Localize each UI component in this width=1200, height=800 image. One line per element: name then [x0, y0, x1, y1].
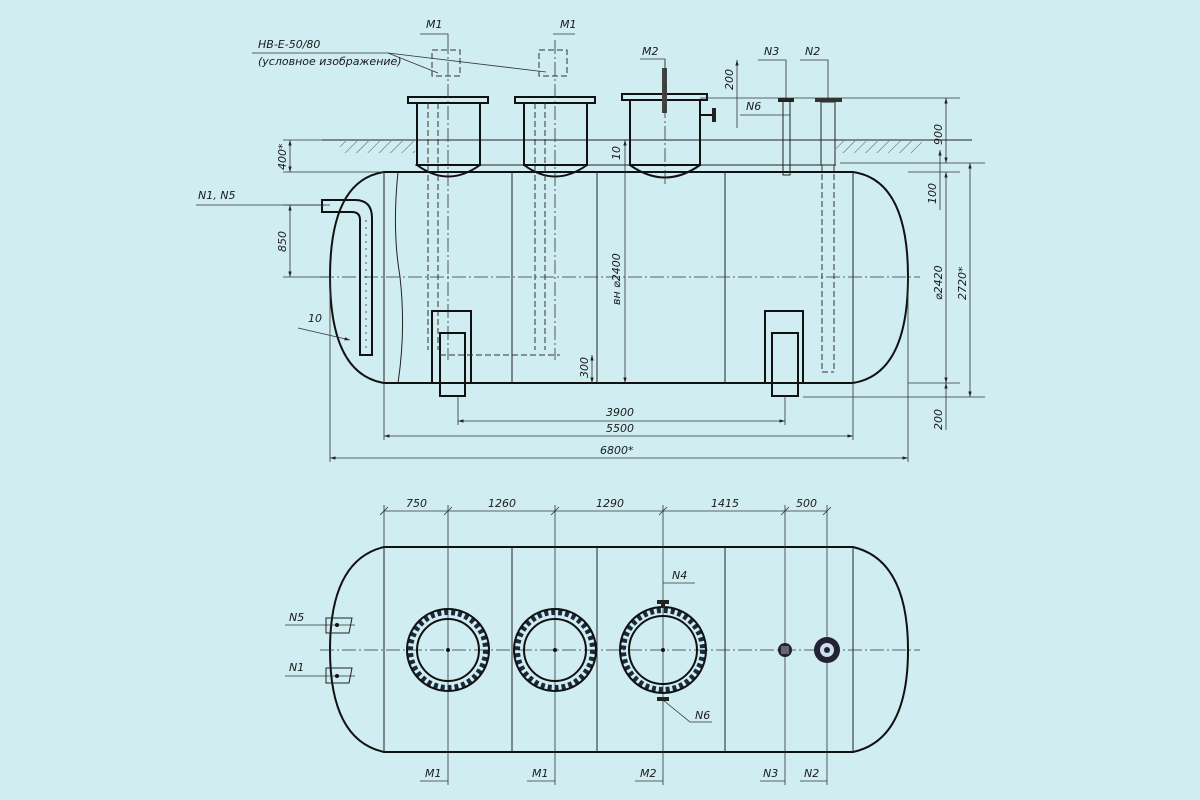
- dim-750: 750: [406, 497, 427, 510]
- note-label: (условное изображение): [258, 55, 402, 68]
- label-m1: M1: [560, 18, 577, 31]
- dim-1290: 1290: [596, 497, 624, 510]
- nozzle-plan-n3: [778, 643, 792, 657]
- manhole-plan-m1a: [406, 608, 490, 692]
- dim-3900: 3900: [606, 406, 634, 419]
- manhole-plan-m1b: [513, 608, 597, 692]
- ground-hatch-right: [836, 141, 922, 153]
- label-n6: N6: [746, 100, 761, 113]
- nozzle-plan-n5: [325, 617, 353, 634]
- manhole-m1a: [407, 40, 489, 360]
- dim-5500: 5500: [606, 422, 634, 435]
- nozzle-n1-n5: [321, 199, 373, 356]
- dim-100: 100: [926, 183, 939, 204]
- nozzle-n3: [778, 98, 794, 176]
- dim-10: 10: [610, 146, 623, 160]
- dim-900: 900: [932, 124, 945, 145]
- dimension-tick: [780, 506, 790, 516]
- label-n4: N4: [672, 569, 687, 582]
- label-n3: N3: [764, 45, 779, 58]
- label-n5: N5: [289, 611, 304, 624]
- elevation-view: НВ-Е-50/80 (условное изображение) M1 M1 …: [196, 18, 985, 462]
- dimension-tick: [443, 506, 453, 516]
- plan-view: 750 1260 1290 1415 500 M1 M1 M2 N3 N2 N5…: [285, 497, 920, 785]
- support-right: [764, 310, 804, 397]
- label-m1: M1: [426, 18, 443, 31]
- dim-200: 200: [932, 409, 945, 430]
- label-n2: N2: [805, 45, 820, 58]
- label-n1-n5: N1, N5: [198, 189, 235, 202]
- dim-500: 500: [796, 497, 817, 510]
- label-n1: N1: [289, 661, 304, 674]
- label-n3: N3: [763, 767, 778, 780]
- dim-850: 850: [276, 231, 289, 252]
- dimension-tick: [658, 506, 668, 516]
- label-m1: M1: [532, 767, 549, 780]
- manhole-plan-m2: [619, 600, 707, 701]
- label-m2: M2: [642, 45, 659, 58]
- nozzle-n2: [815, 98, 842, 373]
- dim-1260: 1260: [488, 497, 516, 510]
- dim-2420: ⌀2420: [932, 265, 945, 300]
- manhole-m2: [621, 60, 716, 185]
- dimension-tick: [379, 506, 389, 516]
- manhole-m1b: [514, 40, 596, 360]
- label-n6: N6: [695, 709, 710, 722]
- model-label: НВ-Е-50/80: [258, 38, 320, 51]
- dimension-tick: [822, 506, 832, 516]
- label-m2: M2: [640, 767, 657, 780]
- label-n2: N2: [804, 767, 819, 780]
- label-m1: M1: [425, 767, 442, 780]
- dim-6800: 6800*: [600, 444, 634, 457]
- dim-1415: 1415: [711, 497, 739, 510]
- dim-300: 300: [578, 357, 591, 378]
- dim-inner-diameter: вн ⌀2400: [610, 253, 623, 305]
- dim-2720: 2720*: [956, 266, 969, 300]
- nozzle-plan-n2: [814, 637, 840, 663]
- ground-hatch-left: [340, 141, 415, 153]
- dimension-tick: [550, 506, 560, 516]
- dim-10: 10: [308, 312, 322, 325]
- dim-400: 400*: [276, 143, 289, 170]
- nozzle-plan-n1: [325, 667, 353, 684]
- support-left: [431, 310, 472, 397]
- dim-200: 200: [723, 69, 736, 90]
